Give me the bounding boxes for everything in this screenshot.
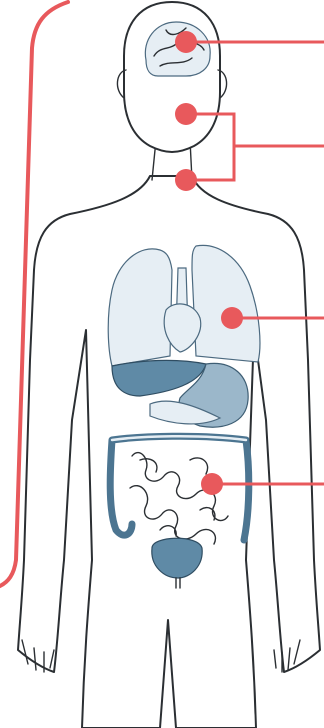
mouth-marker <box>175 103 197 125</box>
lungs-marker <box>221 307 243 329</box>
brain-marker <box>175 31 197 53</box>
intestines-marker <box>201 473 223 495</box>
throat-marker <box>175 169 197 191</box>
